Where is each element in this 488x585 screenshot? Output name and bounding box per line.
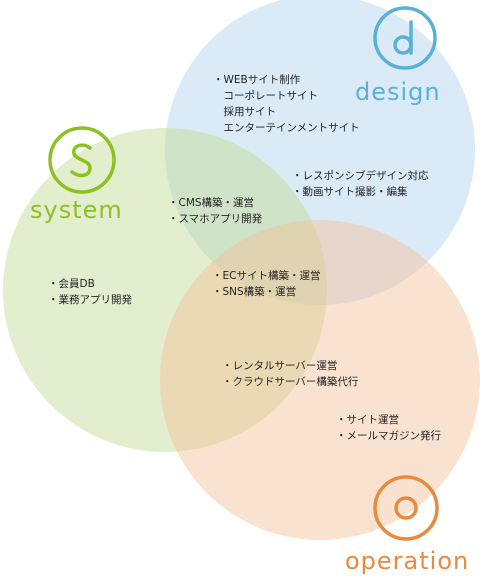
list-item: エンターテインメントサイト — [213, 122, 360, 134]
list-item: ・メールマガジン発行 — [336, 430, 441, 442]
design-operation-list: ・レスポンシブデザイン対応 ・動画サイト撮影・編集 — [292, 168, 429, 200]
list-item: ・レスポンシブデザイン対応 — [292, 170, 429, 182]
list-item: ・スマホアプリ開発 — [168, 213, 263, 225]
list-item: ・クラウドサーバー構築代行 — [222, 376, 359, 388]
list-item: ・会員DB — [48, 278, 95, 290]
list-item: ・WEBサイト制作 — [213, 74, 301, 86]
center-list: ・ECサイト構築・運営 ・SNS構築・運営 — [212, 268, 320, 300]
system-operation-list: ・レンタルサーバー運営 ・クラウドサーバー構築代行 — [222, 358, 358, 390]
operation-label: operation — [345, 547, 470, 575]
system-design-list: ・CMS構築・運営 ・スマホアプリ開発 — [168, 195, 262, 227]
letter-s-circle-icon — [48, 126, 116, 194]
design-only-list: ・WEBサイト制作 コーポレートサイト 採用サイト エンターテインメントサイト — [213, 72, 360, 136]
list-item: ・業務アプリ開発 — [48, 294, 132, 306]
system-label: system — [30, 196, 123, 224]
system-circle — [3, 128, 327, 452]
list-item: ・SNS構築・運営 — [212, 286, 297, 298]
list-item: ・サイト運営 — [336, 414, 399, 426]
list-item: ・ECサイト構築・運営 — [212, 270, 321, 282]
design-circle — [165, 0, 475, 305]
letter-o-circle-icon — [373, 475, 439, 541]
list-item: ・CMS構築・運営 — [168, 197, 255, 209]
list-item: ・動画サイト撮影・編集 — [292, 186, 408, 198]
operation-circle — [160, 220, 480, 540]
list-item: コーポレートサイト — [213, 90, 318, 102]
operation-only-list: ・サイト運営 ・メールマガジン発行 — [336, 412, 441, 444]
system-only-list: ・会員DB ・業務アプリ開発 — [48, 276, 132, 308]
design-label: design — [355, 78, 441, 106]
list-item: 採用サイト — [213, 106, 276, 118]
list-item: ・レンタルサーバー運営 — [222, 360, 338, 372]
letter-d-circle-icon — [373, 6, 437, 70]
